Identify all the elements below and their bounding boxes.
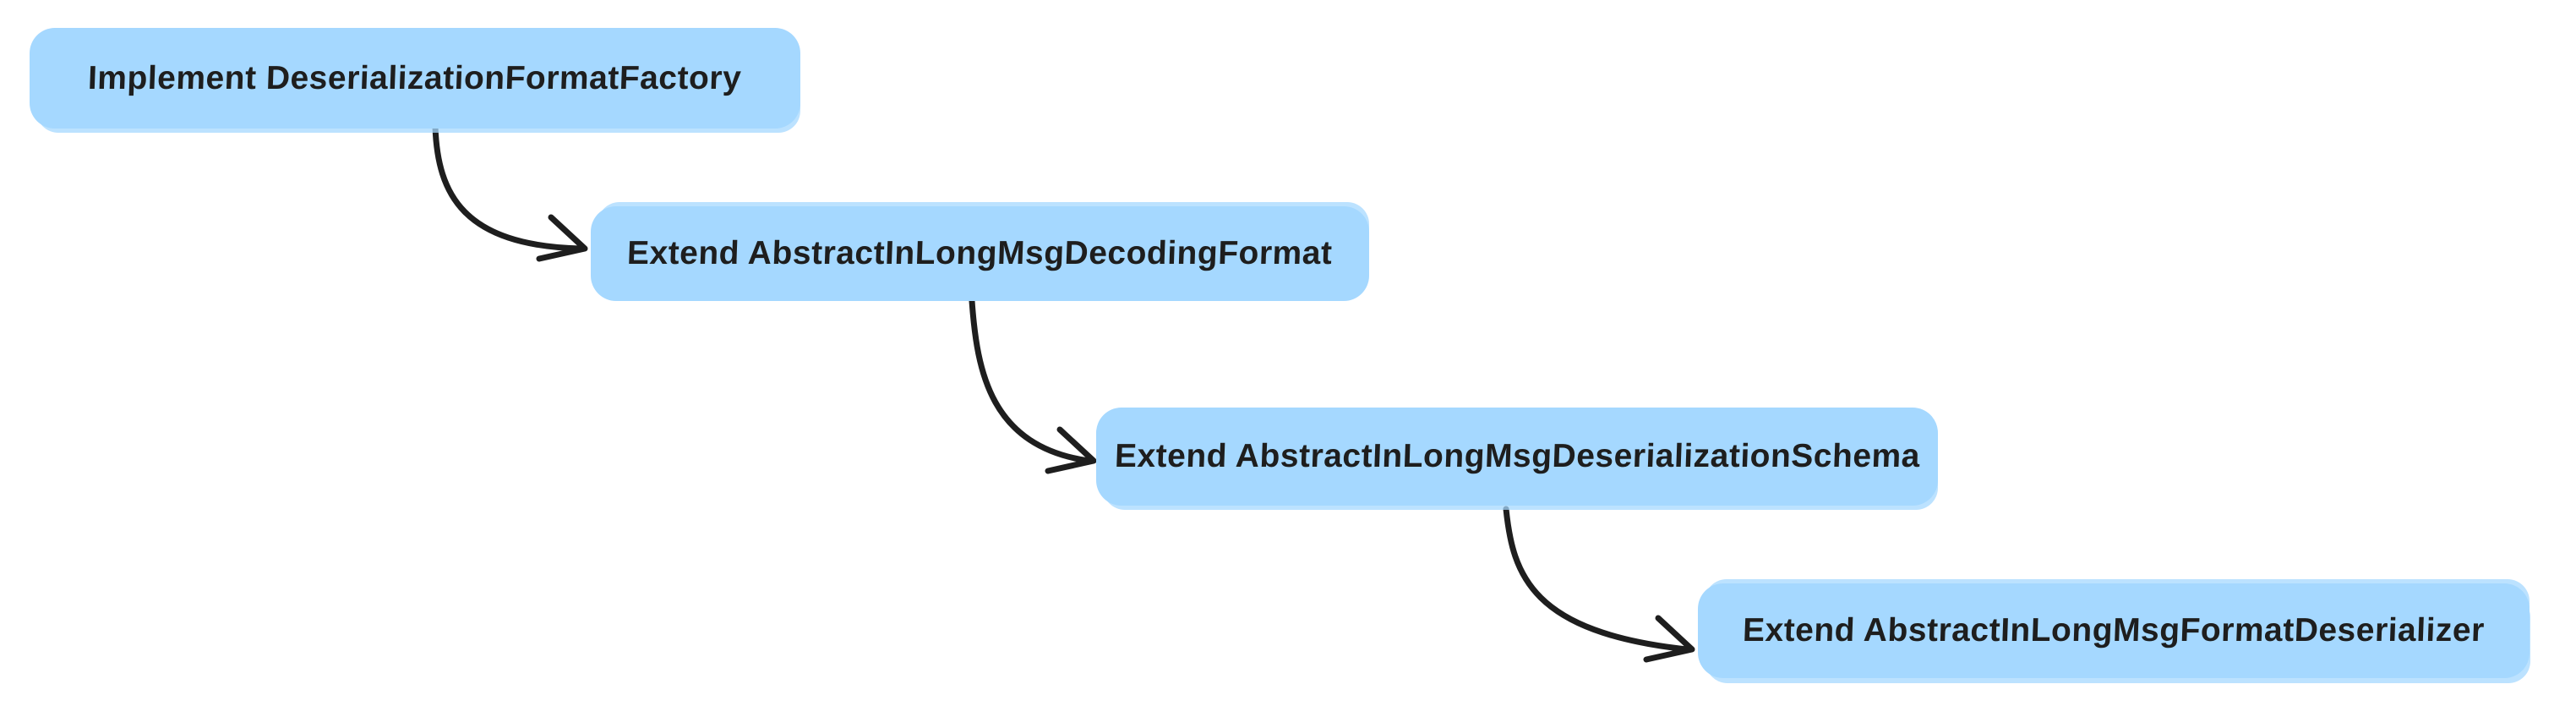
flow-node-implement-deserialization-format-factory[interactable]: Implement DeserializationFormatFactory bbox=[30, 28, 800, 129]
node-label: Implement DeserializationFormatFactory bbox=[87, 59, 743, 96]
flow-node-extend-abstract-inlongmsg-decoding-format[interactable]: Extend AbstractInLongMsgDecodingFormat bbox=[591, 206, 1369, 301]
flow-node-extend-abstract-inlongmsg-deserialization-schema[interactable]: Extend AbstractInLongMsgDeserializationS… bbox=[1096, 408, 1938, 506]
node-label: Extend AbstractInLongMsgDeserializationS… bbox=[1113, 438, 1921, 474]
arrow-node2-to-node3[interactable] bbox=[1503, 506, 1695, 663]
flow-node-extend-abstract-inlongmsg-format-deserializer[interactable]: Extend AbstractInLongMsgFormatDeserializ… bbox=[1698, 583, 2530, 678]
arrow-node1-to-node2[interactable] bbox=[969, 298, 1097, 474]
node-label: Extend AbstractInLongMsgFormatDeserializ… bbox=[1742, 612, 2486, 649]
node-label: Extend AbstractInLongMsgDecodingFormat bbox=[626, 235, 1334, 271]
arrow-node0-to-node1[interactable] bbox=[432, 123, 588, 262]
